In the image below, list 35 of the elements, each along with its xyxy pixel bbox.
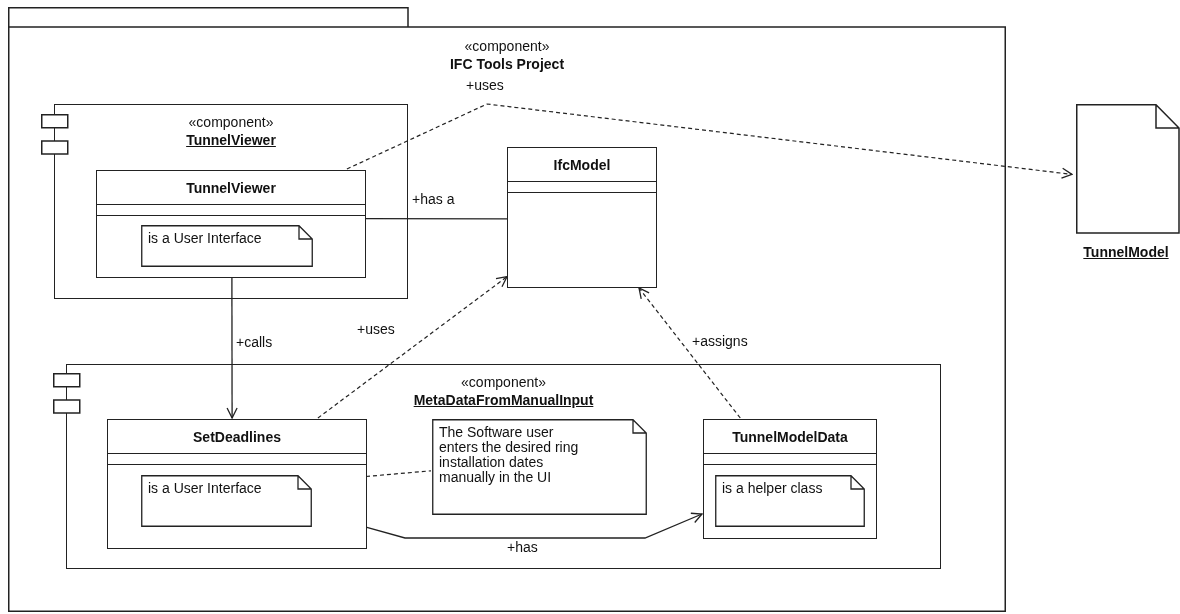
class-name: IfcModel	[553, 156, 611, 173]
class-box	[507, 147, 657, 288]
note-text: is a helper class	[722, 481, 824, 496]
stereotype-label: «component»	[188, 113, 274, 131]
note-text: is a User Interface	[148, 231, 263, 246]
class-name: TunnelViewer	[186, 179, 276, 196]
package-frame	[8, 7, 1006, 612]
component-name: TunnelViewer	[186, 131, 276, 149]
edge-label: +has a	[411, 191, 456, 207]
stereotype-label: «component»	[461, 373, 546, 391]
component-box	[66, 364, 941, 569]
component-name: MetaDataFromManualInput	[413, 391, 594, 409]
note-box	[715, 475, 865, 527]
stereotype-label: «component»	[464, 37, 550, 55]
connector-arrow	[365, 512, 703, 539]
artifact-name: TunnelModel	[1083, 244, 1169, 260]
connector-arrow	[638, 287, 741, 419]
note-text: is a User Interface	[148, 481, 263, 496]
class-name: SetDeadlines	[193, 428, 281, 445]
edge-label: +has	[506, 539, 539, 555]
edge-label: +calls	[235, 334, 274, 350]
note-box	[141, 475, 312, 527]
package-name: IFC Tools Project	[449, 55, 565, 73]
component-box	[54, 104, 408, 299]
note-box	[432, 419, 647, 515]
class-name: TunnelModelData	[732, 428, 848, 445]
class-box	[96, 170, 366, 278]
edge-label: +assigns	[691, 333, 749, 349]
connector-arrow	[317, 276, 508, 419]
class-box	[703, 419, 877, 539]
connector-arrow	[346, 103, 1073, 179]
note-box	[141, 225, 313, 267]
class-box	[107, 419, 367, 549]
note-text: The Software user enters the desired ring installation dates manually in the UI	[439, 425, 580, 485]
connector-arrow	[226, 276, 238, 419]
